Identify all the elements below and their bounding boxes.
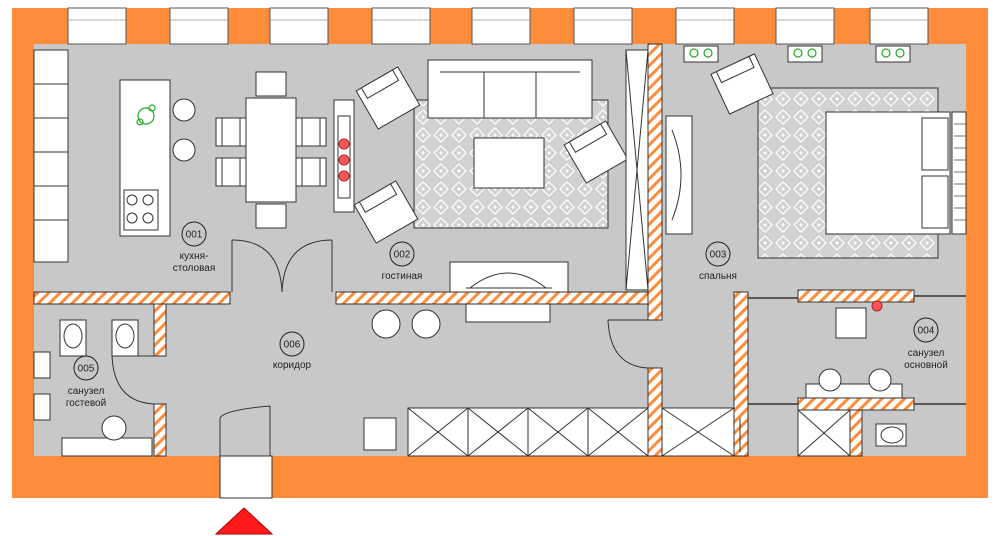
room-number: 005 (78, 364, 95, 375)
flower-icon (338, 138, 350, 182)
bedroom-furniture (665, 45, 967, 235)
room-name: основной (904, 360, 948, 371)
entrance-opening (219, 455, 273, 499)
room-number: 006 (284, 340, 301, 351)
main-bath-fixtures (797, 307, 907, 457)
wardrobe (625, 49, 649, 291)
bedroom-plants-icon (689, 48, 905, 58)
guest-bath-fixtures (33, 319, 153, 457)
room-labels: 001кухня-столовая002гостиная003спальня00… (66, 221, 948, 409)
sprinkler-icon (871, 300, 883, 312)
room-number-circle (389, 241, 415, 267)
room-name: кухня- (180, 251, 209, 262)
windows (67, 7, 929, 45)
room-number: 001 (186, 230, 203, 241)
doors (111, 319, 741, 456)
room-number-circle (181, 221, 207, 247)
room-number-circle (705, 241, 731, 267)
room-name: гостевой (66, 398, 106, 409)
room-name: санузел (908, 348, 945, 359)
corridor-furniture (363, 407, 735, 457)
room-name: гостиная (382, 271, 423, 282)
living-furniture (333, 59, 629, 339)
room-label-living: 002 гостиная (382, 241, 423, 282)
room-name: санузел (68, 386, 105, 397)
room-number: 002 (394, 250, 411, 261)
room-name: столовая (173, 263, 216, 274)
entrance-arrow-icon (214, 507, 274, 535)
kitchen-furniture (33, 49, 327, 263)
kitchen-plant-icon (136, 104, 156, 126)
room-number-circle (279, 331, 305, 357)
room-name: коридор (273, 360, 312, 371)
room-label-kitchen: 001 кухня-столовая (173, 221, 216, 274)
glass-partitions (748, 295, 966, 405)
room-label-bedroom: 003 спальня (699, 241, 737, 282)
room-number-circle (913, 317, 939, 343)
room-name: спальня (699, 271, 737, 282)
kitchen-door (231, 239, 333, 293)
room-number-circle (73, 355, 99, 381)
room-label-corridor: 006 коридор (273, 331, 312, 371)
room-number: 003 (710, 250, 727, 261)
room-number: 004 (918, 326, 935, 337)
